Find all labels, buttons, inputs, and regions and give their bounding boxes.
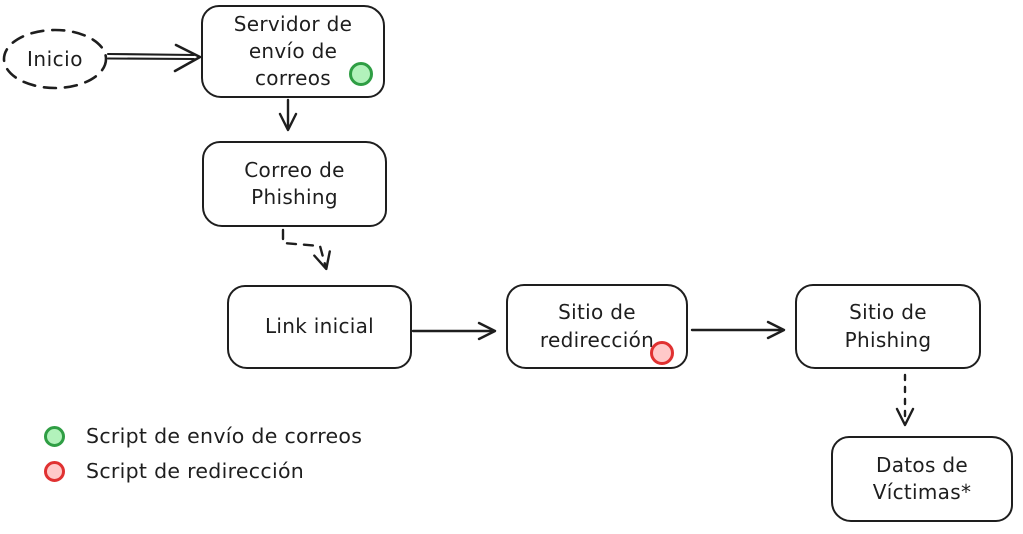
node-link-label: Link inicial xyxy=(264,314,375,339)
red-script-badge-icon xyxy=(650,341,674,365)
edge-correo-link xyxy=(281,228,331,271)
node-datos-label: Datos de Víctimas* xyxy=(872,452,972,504)
legend-item-envio: Script de envío de correos xyxy=(44,424,362,448)
node-link-inicial: Link inicial xyxy=(227,285,412,369)
green-circle-icon xyxy=(44,425,65,447)
node-servidor-envio-correos: Servidor de envío de correos xyxy=(201,5,385,98)
red-circle-icon xyxy=(44,460,65,482)
node-correo-label: Correo de Phishing xyxy=(244,157,345,209)
legend-label-redireccion: Script de redirección xyxy=(86,459,305,483)
legend: Script de envío de correos Script de red… xyxy=(44,424,362,483)
legend-item-redireccion: Script de redirección xyxy=(44,459,362,483)
node-datos-victimas: Datos de Víctimas* xyxy=(831,436,1013,522)
edge-inicio-servidor-arrowhead xyxy=(173,43,202,73)
edge-inicio-servidor-line-bottom xyxy=(106,57,196,61)
node-correo-phishing: Correo de Phishing xyxy=(202,141,387,227)
edge-inicio-servidor-line-top xyxy=(106,52,196,57)
legend-label-envio: Script de envío de correos xyxy=(86,424,363,448)
node-sitio-phishing: Sitio de Phishing xyxy=(795,284,981,369)
node-sitio-phishing-label: Sitio de Phishing xyxy=(844,300,932,352)
node-sitio-redireccion: Sitio de redirección xyxy=(506,284,688,369)
green-script-badge-icon xyxy=(349,62,373,86)
node-redireccion-label: Sitio de redirección xyxy=(539,300,655,352)
node-servidor-label: Servidor de envío de correos xyxy=(233,11,353,91)
node-inicio-label: Inicio xyxy=(27,47,83,71)
node-inicio: Inicio xyxy=(4,30,106,88)
node-inicio-outline xyxy=(2,28,108,90)
